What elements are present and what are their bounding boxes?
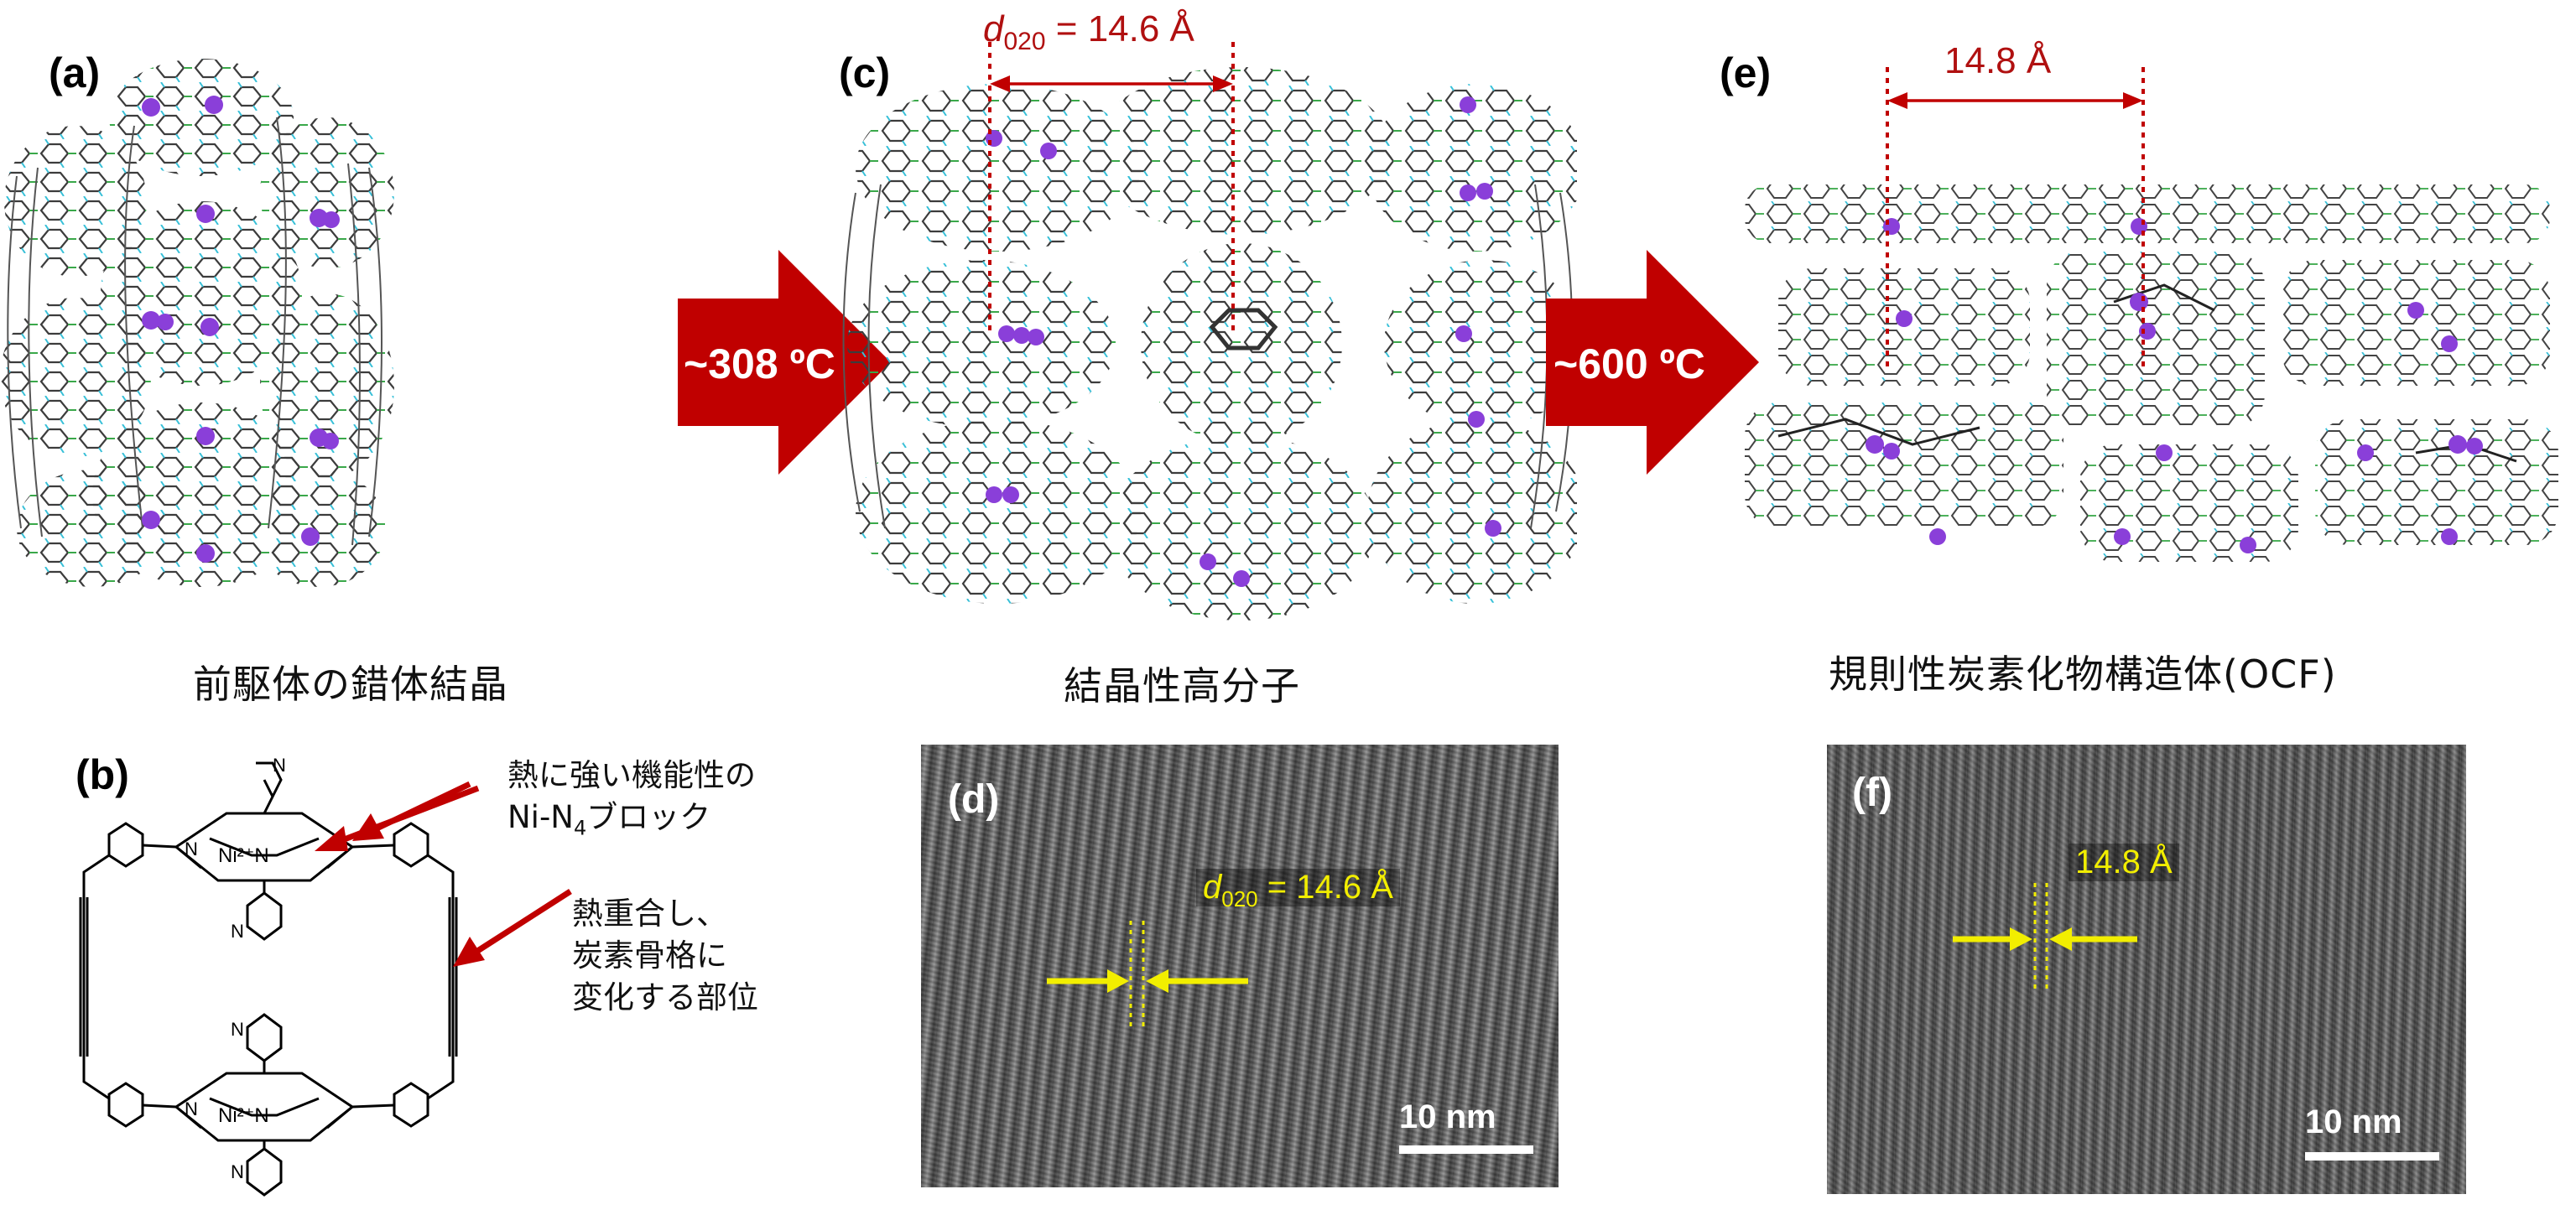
panel-f-spacing-marker — [1953, 883, 2137, 992]
svg-text:N: N — [231, 921, 244, 942]
panel-b-label: (b) — [75, 751, 129, 798]
panel-e-caption: 規則性炭素化物構造体(OCF) — [1829, 652, 2337, 697]
panel-d-spacing-label: d020 = 14.6 Å — [1196, 869, 1400, 911]
svg-text:N: N — [185, 1098, 198, 1119]
heating-arrow-1-label: ~308 ºC — [684, 340, 835, 387]
ni-block-note-line1: 熱に強い機能性の — [507, 757, 756, 793]
svg-text:N: N — [185, 839, 198, 859]
panel-d-spacing-marker — [1047, 921, 1248, 1030]
panel-c-spacing-sub: 020 — [1003, 28, 1046, 55]
panel-a-label: (a) — [49, 49, 101, 96]
polymerization-note-line1: 熱重合し、 — [572, 896, 727, 932]
tem-image-polymer: (d) d020 = 14.6 Å 10 nm — [921, 745, 1559, 1187]
panel-e-spacing-label: 14.8 Å — [1944, 40, 2052, 81]
heating-arrow-2-label: ~600 ºC — [1553, 340, 1705, 387]
panel-f-label: (f) — [1852, 771, 1892, 815]
precursor-crystal-structure — [0, 59, 394, 587]
ni-atom-bottom: Ni²⁺N — [218, 1104, 269, 1127]
panel-f-spacing-label: 14.8 Å — [2069, 844, 2179, 881]
crystalline-polymer-structure — [842, 42, 1577, 621]
panel-c-label: (c) — [839, 49, 891, 96]
svg-text:N: N — [273, 755, 286, 776]
panel-c-spacing-value: = 14.6 Å — [1045, 8, 1194, 49]
panel-e-label: (e) — [1720, 49, 1772, 96]
svg-text:N: N — [231, 1161, 244, 1182]
heating-arrow-1 — [678, 250, 891, 475]
panel-c-spacing-label: d020 = 14.6 Å — [983, 8, 1194, 55]
polymerization-note-line2: 炭素骨格に — [572, 937, 727, 974]
panel-d-scale-label: 10 nm — [1399, 1098, 1496, 1135]
panel-d-label: (d) — [948, 777, 1000, 822]
annotation-arrow-ni-block — [352, 781, 471, 841]
ni-block-note-line2: Ni-N4ブロック — [507, 799, 711, 840]
panel-c-caption: 結晶性高分子 — [1064, 663, 1300, 709]
tem-noise-overlay-d — [921, 745, 1559, 1187]
ni-block-note: 熱に強い機能性の Ni-N4ブロック — [507, 755, 756, 849]
panel-f-scale-bar — [2305, 1152, 2439, 1161]
panel-f-scale-label: 10 nm — [2305, 1104, 2402, 1140]
panel-c-spacing-d: d — [983, 8, 1004, 49]
panel-a-caption: 前駆体の錯体結晶 — [193, 662, 508, 707]
polymerization-note-line3: 変化する部位 — [572, 979, 758, 1015]
heating-arrow-2 — [1546, 250, 1759, 475]
svg-text:N: N — [231, 1019, 244, 1040]
polymerization-note: 熱重合し、 炭素骨格に 変化する部位 — [572, 893, 758, 1019]
ordered-carbon-framework-structure — [1745, 67, 2558, 562]
tem-noise-overlay-f — [1827, 745, 2466, 1194]
tem-image-ocf: (f) 14.8 Å 10 nm — [1827, 745, 2466, 1194]
ni-atom-top: Ni²⁺N — [218, 844, 269, 867]
annotation-arrow-linker — [453, 889, 572, 967]
panel-d-scale-bar — [1399, 1145, 1533, 1154]
